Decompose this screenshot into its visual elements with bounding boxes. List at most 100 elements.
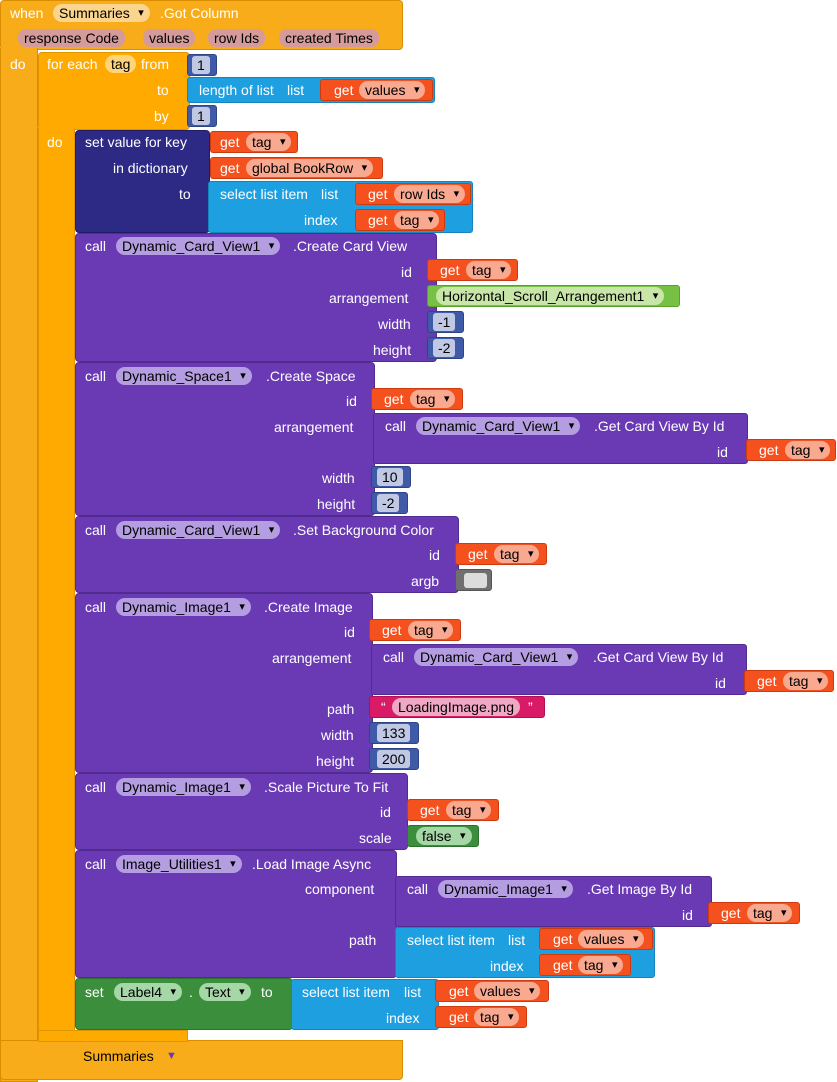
- variable-dropdown-tag[interactable]: tag: [474, 1008, 520, 1026]
- get-tag-block-label-index[interactable]: get tag: [435, 1006, 527, 1028]
- variable-dropdown-tag[interactable]: tag: [747, 904, 793, 922]
- number-block-from[interactable]: 1: [187, 54, 217, 76]
- image-height-value[interactable]: 200: [377, 750, 411, 768]
- component-dropdown-summaries[interactable]: Summaries: [53, 4, 150, 22]
- component-dropdown-card-view[interactable]: Dynamic_Card_View1: [414, 648, 579, 666]
- param-created-times[interactable]: created Times: [279, 29, 379, 47]
- get-global-bookrow-block[interactable]: get global BookRow: [210, 157, 383, 179]
- create-space-block[interactable]: call Dynamic_Space1 .Create Space id arr…: [75, 362, 375, 516]
- component-dropdown-image[interactable]: Dynamic_Image1: [438, 880, 573, 898]
- get-tag-block-space-id[interactable]: get tag: [371, 388, 463, 410]
- number-block-by[interactable]: 1: [187, 105, 217, 127]
- chevron-down-icon[interactable]: ▼: [166, 1050, 177, 1062]
- boolean-dropdown-false[interactable]: false: [416, 827, 472, 845]
- variable-dropdown-tag[interactable]: tag: [494, 545, 540, 563]
- property-dropdown-text[interactable]: Text: [199, 983, 251, 1001]
- variable-dropdown-values[interactable]: values: [578, 930, 645, 948]
- variable-dropdown-row-ids[interactable]: row Ids: [394, 185, 466, 203]
- component-dropdown-label4[interactable]: Label4: [114, 983, 183, 1001]
- component-dropdown-card-view[interactable]: Dynamic_Card_View1: [116, 521, 281, 539]
- get-tag-block-image-card[interactable]: get tag: [744, 670, 834, 692]
- get-tag-block-card-id[interactable]: get tag: [427, 259, 518, 281]
- get-tag-block-load-image[interactable]: get tag: [708, 902, 800, 924]
- param-row-ids[interactable]: row Ids: [208, 29, 266, 47]
- param-values[interactable]: values: [143, 29, 196, 47]
- variable-dropdown-values[interactable]: values: [474, 982, 541, 1000]
- get-values-block-path[interactable]: get values: [539, 928, 653, 950]
- number-block-space-height[interactable]: -2: [371, 492, 408, 514]
- height-label: height: [317, 496, 356, 512]
- height-label: height: [316, 753, 355, 769]
- create-image-block[interactable]: call Dynamic_Image1 .Create Image id arr…: [75, 593, 373, 773]
- param-response-code[interactable]: response Code: [18, 29, 125, 47]
- component-block-scroll-arrangement[interactable]: Horizontal_Scroll_Arrangement1: [427, 285, 680, 307]
- variable-dropdown-tag[interactable]: tag: [394, 211, 440, 229]
- number-block-card-height[interactable]: -2: [427, 337, 464, 359]
- image-width-value[interactable]: 133: [377, 724, 411, 742]
- component-dropdown-space[interactable]: Dynamic_Space1: [116, 367, 252, 385]
- color-block-argb[interactable]: [455, 569, 492, 591]
- get-tag-block-index[interactable]: get tag: [355, 209, 445, 231]
- get-tag-block-space-card[interactable]: get tag: [746, 439, 836, 461]
- component-dropdown-image-utilities[interactable]: Image_Utilities1: [116, 855, 242, 873]
- get-values-block-loop[interactable]: get values: [320, 79, 433, 101]
- method-label: .Load Image Async: [252, 856, 372, 872]
- variable-dropdown-tag[interactable]: tag: [246, 133, 292, 151]
- color-swatch[interactable]: [464, 573, 487, 588]
- variable-dropdown-tag[interactable]: tag: [466, 261, 512, 279]
- loop-var-tag[interactable]: tag: [105, 55, 137, 73]
- call-label: call: [383, 649, 405, 665]
- get-label: get: [757, 673, 777, 689]
- card-height-value[interactable]: -2: [433, 339, 456, 357]
- variable-dropdown-values[interactable]: values: [359, 81, 426, 99]
- get-card-view-by-id-block-space[interactable]: call Dynamic_Card_View1 .Get Card View B…: [373, 413, 748, 464]
- variable-dropdown-global-bookrow[interactable]: global BookRow: [246, 159, 374, 177]
- event-block-footer[interactable]: [0, 1040, 403, 1080]
- get-tag-block-bg-id[interactable]: get tag: [455, 543, 547, 565]
- set-background-color-block[interactable]: call Dynamic_Card_View1 .Set Background …: [75, 516, 459, 593]
- card-width-value[interactable]: -1: [433, 313, 456, 331]
- number-block-card-width[interactable]: -1: [427, 311, 464, 333]
- space-width-value[interactable]: 10: [377, 468, 403, 486]
- set-value-for-key-block[interactable]: [75, 130, 210, 233]
- set-value-label: set value for key: [85, 134, 187, 150]
- from-value[interactable]: 1: [192, 56, 210, 74]
- get-tag-block-key[interactable]: get tag: [210, 131, 298, 153]
- variable-dropdown-tag[interactable]: tag: [446, 801, 492, 819]
- variable-dropdown-tag[interactable]: tag: [783, 672, 829, 690]
- get-image-by-id-block[interactable]: call Dynamic_Image1 .Get Image By Id id: [395, 876, 712, 927]
- variable-dropdown-tag[interactable]: tag: [408, 621, 454, 639]
- method-label: .Create Image: [264, 599, 353, 615]
- get-tag-block-path-index[interactable]: get tag: [539, 954, 631, 976]
- text-block-image-path[interactable]: “ LoadingImage.png ”: [369, 696, 545, 718]
- width-label: width: [322, 470, 355, 486]
- number-block-space-width[interactable]: 10: [371, 466, 411, 488]
- get-tag-block-scale-id[interactable]: get tag: [407, 799, 499, 821]
- variable-dropdown-tag[interactable]: tag: [785, 441, 831, 459]
- boolean-block-false[interactable]: false: [407, 825, 479, 847]
- load-image-async-block[interactable]: call Image_Utilities1 .Load Image Async …: [75, 850, 397, 978]
- component-dropdown-card-view[interactable]: Dynamic_Card_View1: [416, 417, 581, 435]
- get-tag-block-image-id[interactable]: get tag: [369, 619, 461, 641]
- component-dropdown-card-view[interactable]: Dynamic_Card_View1: [116, 237, 281, 255]
- index-label: index: [304, 212, 338, 228]
- create-card-view-block[interactable]: call Dynamic_Card_View1 .Create Card Vie…: [75, 233, 437, 362]
- component-dropdown-image[interactable]: Dynamic_Image1: [116, 778, 251, 796]
- variable-dropdown-tag[interactable]: tag: [410, 390, 456, 408]
- number-block-image-height[interactable]: 200: [369, 748, 419, 770]
- path-label: path: [327, 701, 355, 717]
- variable-dropdown-tag[interactable]: tag: [578, 956, 624, 974]
- by-value[interactable]: 1: [192, 107, 210, 125]
- component-dropdown-image[interactable]: Dynamic_Image1: [116, 598, 251, 616]
- get-values-block-label[interactable]: get values: [435, 980, 549, 1002]
- component-dropdown-arrangement[interactable]: Horizontal_Scroll_Arrangement1: [436, 287, 665, 305]
- set-label-text-block[interactable]: set Label4 . Text to: [75, 978, 293, 1030]
- select-list-item-block-label[interactable]: select list item list index: [291, 979, 439, 1030]
- number-block-image-width[interactable]: 133: [369, 722, 419, 744]
- event-name-label: .Got Column: [160, 5, 239, 21]
- get-card-view-by-id-block-image[interactable]: call Dynamic_Card_View1 .Get Card View B…: [371, 644, 747, 695]
- scale-picture-to-fit-block[interactable]: call Dynamic_Image1 .Scale Picture To Fi…: [75, 773, 408, 850]
- space-height-value[interactable]: -2: [377, 494, 400, 512]
- image-path-value[interactable]: LoadingImage.png: [392, 698, 520, 716]
- get-row-ids-block[interactable]: get row Ids: [355, 183, 471, 205]
